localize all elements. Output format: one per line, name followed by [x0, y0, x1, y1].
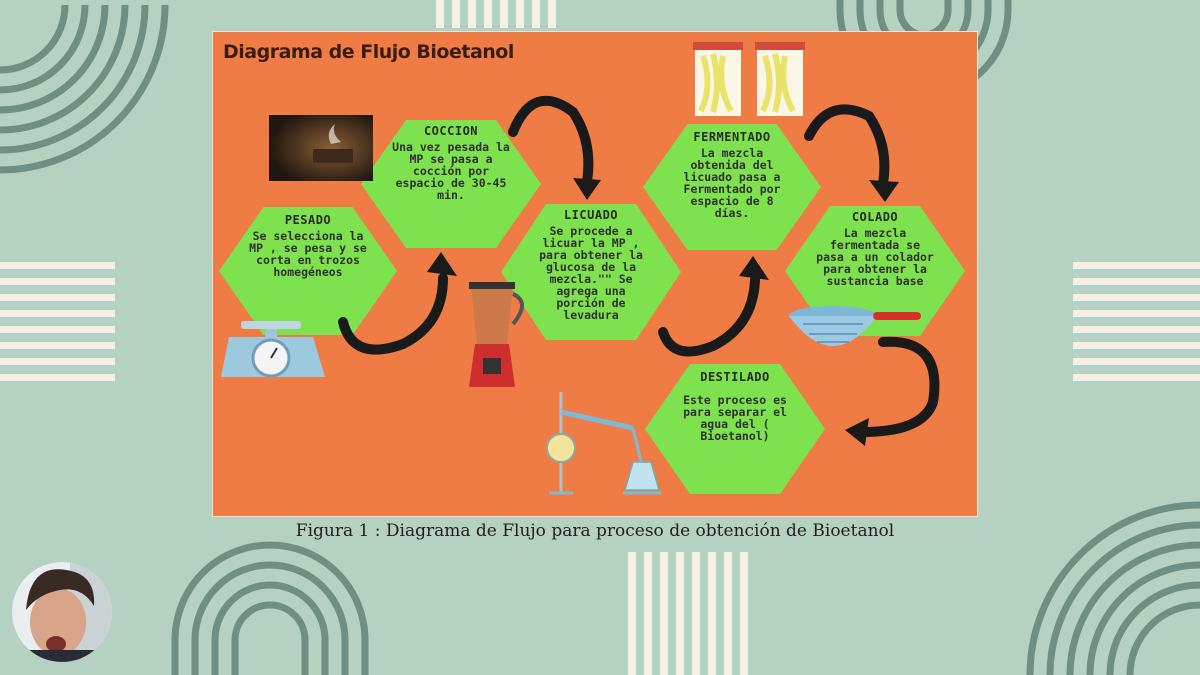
arrow-colado-destilado [863, 342, 934, 432]
figure-caption: Figura 1 : Diagrama de Flujo para proces… [212, 521, 978, 541]
scale-icon [221, 321, 325, 377]
diagram-illustrations [213, 32, 978, 517]
arrow-coccion-licuado [513, 101, 588, 182]
pot-icon [269, 115, 373, 181]
arrow-licuado-fermentado [663, 280, 755, 352]
distillation-icon [547, 392, 661, 493]
jars-icon [693, 42, 805, 116]
webcam-avatar [10, 560, 114, 664]
arrow-pesado-coccion [343, 278, 443, 350]
blender-icon [469, 282, 522, 387]
flow-diagram-panel: Diagrama de Flujo Bioetanol PESADO Se se… [212, 31, 978, 517]
arrow-fermentado-colado [809, 109, 884, 184]
